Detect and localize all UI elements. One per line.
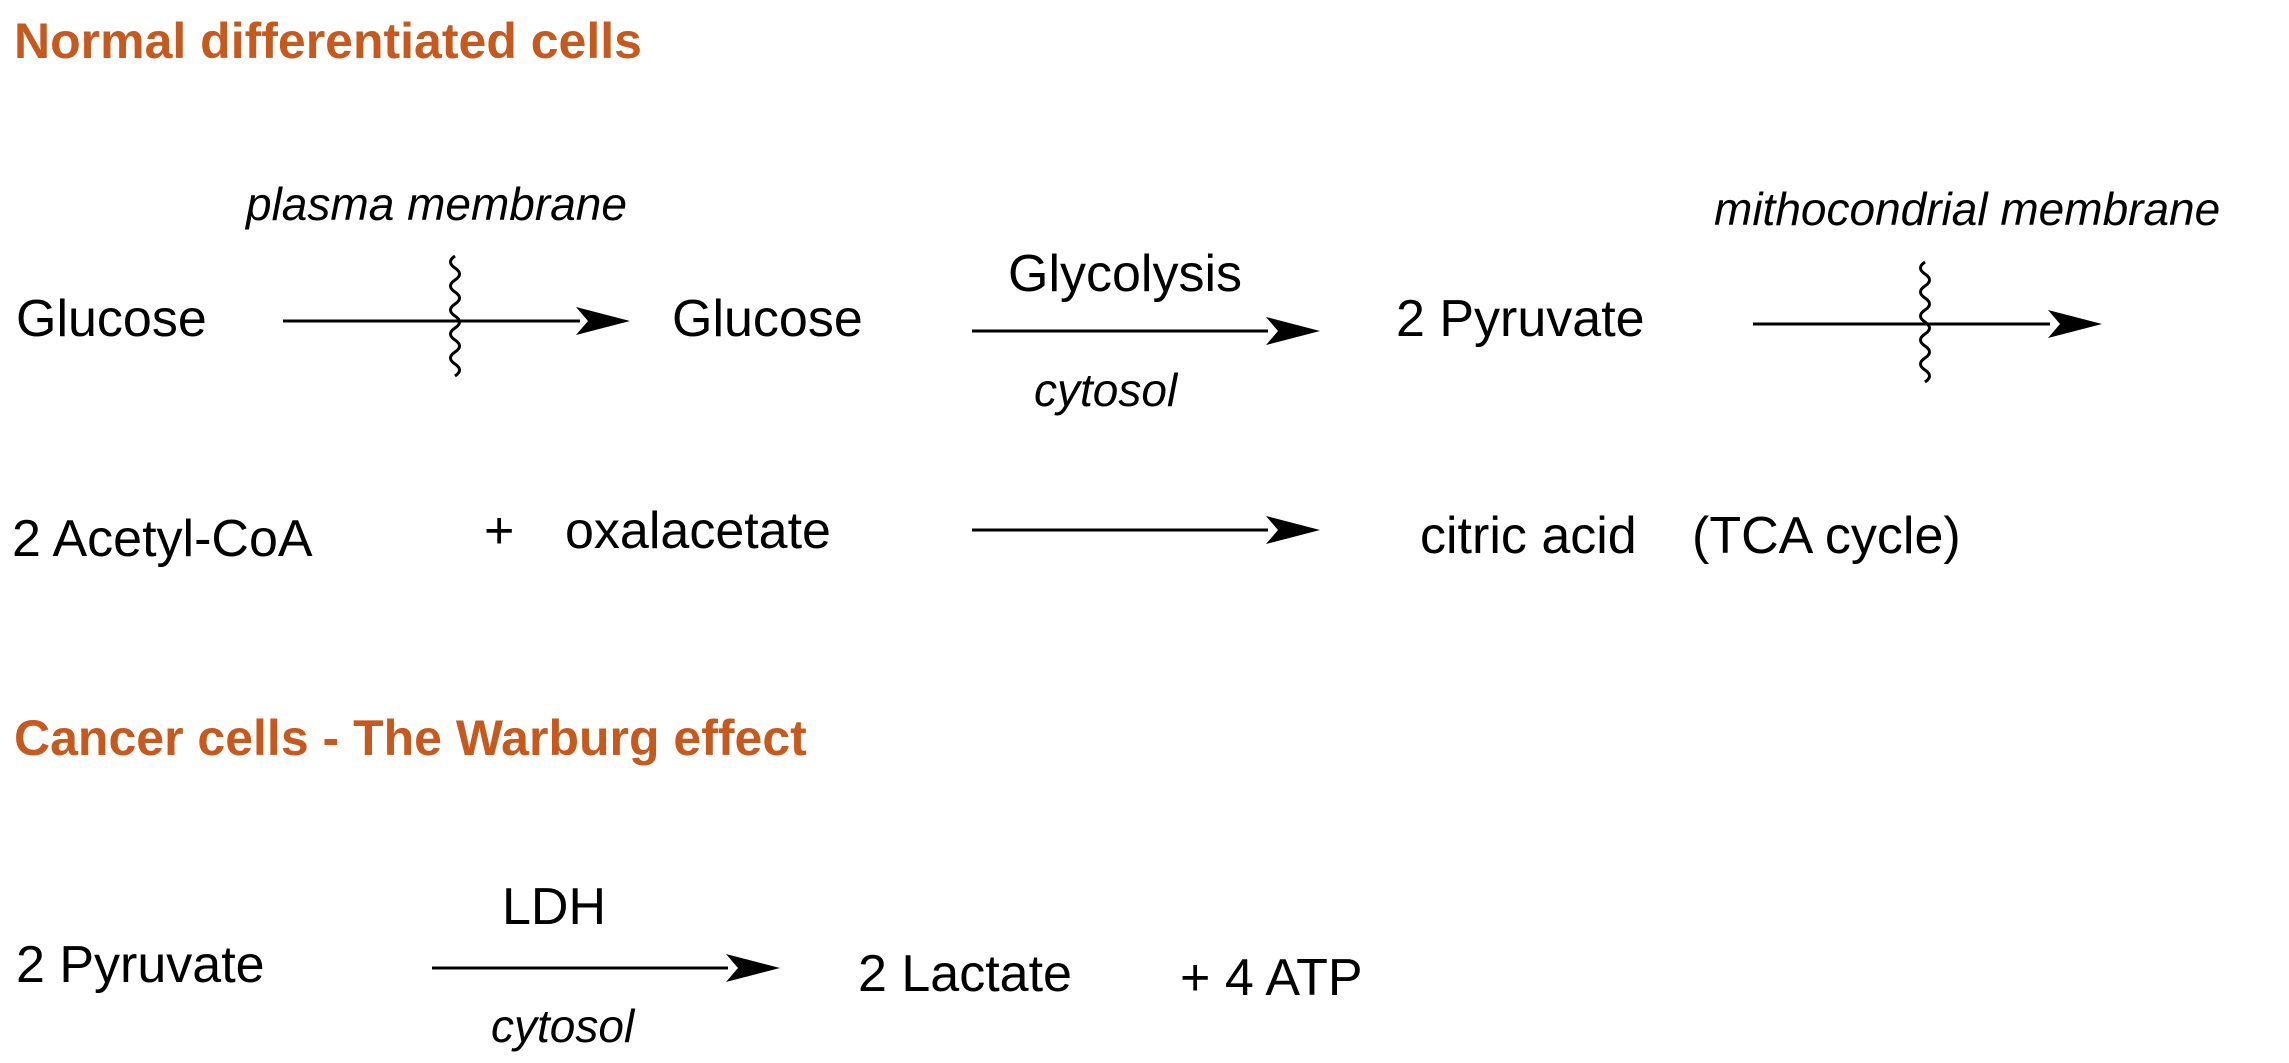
- plasma-membrane-label: plasma membrane: [246, 178, 627, 230]
- mitochondrial-membrane-label: mithocondrial membrane: [1714, 183, 2221, 235]
- arrow-ldh: [432, 954, 780, 982]
- cytosol-label-ldh: cytosol: [491, 1000, 635, 1052]
- cancer-cells-heading: Cancer cells - The Warburg effect: [14, 710, 807, 766]
- glycolysis-label: Glycolysis: [1008, 245, 1243, 303]
- lactate-label: 2 Lactate: [858, 945, 1072, 1003]
- mitochondrial-membrane-squiggle: [1919, 260, 1931, 384]
- atp-label: + 4 ATP: [1180, 949, 1363, 1007]
- ldh-label: LDH: [502, 878, 607, 936]
- arrow-glycolysis: [972, 317, 1320, 345]
- normal-cells-heading: Normal differentiated cells: [14, 13, 642, 69]
- oxalacetate-label: oxalacetate: [565, 502, 831, 560]
- arrow-mitochondrial-transport: [1753, 310, 2102, 338]
- glucose-inside-label: Glucose: [672, 290, 863, 348]
- pyruvate-label-row1: 2 Pyruvate: [1396, 290, 1645, 348]
- arrow-citric-acid: [972, 516, 1320, 544]
- cytosol-label-glycolysis: cytosol: [1034, 364, 1178, 416]
- tca-cycle-label: (TCA cycle): [1692, 507, 1961, 565]
- glucose-outside-label: Glucose: [16, 290, 207, 348]
- acetyl-coa-label: 2 Acetyl-CoA: [12, 510, 313, 568]
- plus-sign: +: [484, 502, 515, 560]
- pyruvate-label-cancer: 2 Pyruvate: [16, 936, 265, 994]
- arrow-plasma-membrane-transport: [283, 307, 630, 335]
- plasma-membrane-squiggle: [449, 254, 461, 378]
- citric-acid-label: citric acid: [1420, 507, 1637, 565]
